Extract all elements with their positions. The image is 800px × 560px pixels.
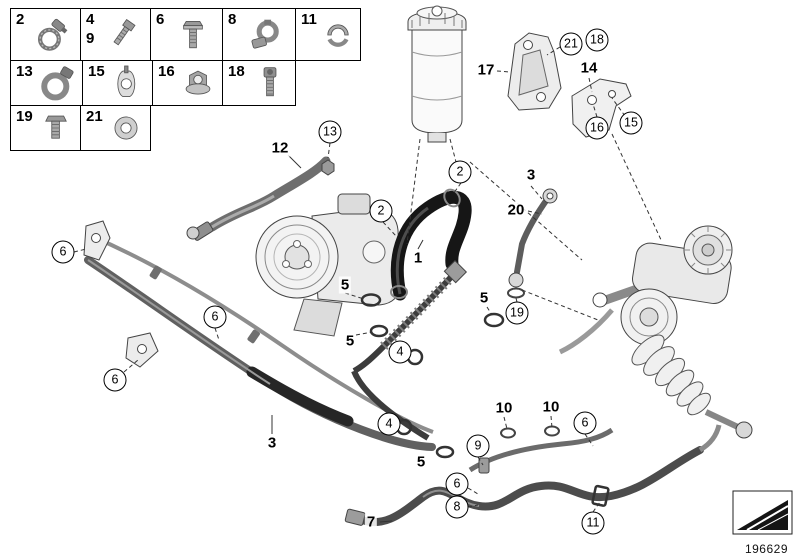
callout-6[interactable]: 6 (51, 240, 75, 264)
legend-numbers: 16 (153, 61, 175, 105)
legend-numbers: 15 (83, 61, 105, 105)
legend-cell-6[interactable]: 6 (150, 8, 223, 61)
callout-18[interactable]: 18 (585, 28, 609, 52)
callout-7[interactable]: 7 (364, 513, 378, 531)
legend-cell-8[interactable]: 8 (222, 8, 296, 61)
line-brackets-left (83, 220, 159, 368)
hose-clamp-icon (24, 9, 80, 60)
callout-2[interactable]: 2 (448, 160, 472, 184)
legend-numbers: 8 (223, 9, 236, 60)
callout-14[interactable]: 14 (578, 59, 600, 77)
legend-number: 15 (88, 63, 105, 80)
power-steering-pump (255, 193, 401, 337)
legend-cell-13[interactable]: 13 (10, 60, 83, 106)
hex-bolt-short-icon (33, 106, 80, 150)
callout-6[interactable]: 6 (573, 411, 597, 435)
legend-number: 21 (86, 108, 103, 125)
legend-number: 16 (158, 63, 175, 80)
legend-cell-21[interactable]: 21 (80, 105, 151, 151)
hex-bolt-icon (164, 9, 222, 60)
callout-5[interactable]: 5 (343, 332, 357, 350)
callout-6[interactable]: 6 (103, 368, 127, 392)
callout-12[interactable]: 12 (269, 139, 291, 157)
legend-numbers: 6 (151, 9, 164, 60)
legend-number: 19 (16, 108, 33, 125)
suction-hose (390, 188, 472, 301)
callout-6[interactable]: 6 (203, 305, 227, 329)
callout-5[interactable]: 5 (338, 276, 352, 294)
legend-cell-16[interactable]: 16 (152, 60, 223, 106)
legend-numbers: 2 (11, 9, 24, 60)
legend-numbers: 13 (11, 61, 33, 105)
connection-pipe (468, 425, 614, 474)
banjo-pipe (507, 188, 558, 299)
callout-8[interactable]: 8 (445, 495, 469, 519)
callout-16[interactable]: 16 (585, 116, 609, 140)
expansion-hose (84, 256, 436, 451)
legend-cell-19[interactable]: 19 (10, 105, 81, 151)
callout-11[interactable]: 11 (581, 511, 605, 535)
callout-9[interactable]: 9 (466, 434, 490, 458)
legend-cell-15[interactable]: 15 (82, 60, 153, 106)
banjo-bolt-icon (94, 9, 150, 60)
clamp-half-icon (317, 9, 360, 60)
hose-clamp-large-icon (33, 61, 82, 105)
callout-20[interactable]: 20 (505, 201, 527, 219)
steering-gear (558, 225, 753, 439)
reservoir-bracket (507, 32, 562, 111)
clamp-bracket-icon (105, 61, 152, 105)
legend-numbers: 11 (296, 9, 317, 60)
callout-1[interactable]: 1 (411, 249, 425, 267)
callout-10[interactable]: 10 (493, 399, 515, 417)
legend-number: 13 (16, 63, 33, 80)
legend-cell-18[interactable]: 18 (222, 60, 296, 106)
callout-6[interactable]: 6 (445, 472, 469, 496)
callout-17[interactable]: 17 (475, 61, 497, 79)
callout-5[interactable]: 5 (414, 453, 428, 471)
callout-4[interactable]: 4 (377, 412, 401, 436)
legend-cell-11[interactable]: 11 (295, 8, 361, 61)
callout-19[interactable]: 19 (505, 301, 529, 325)
legend-numbers: 18 (223, 61, 245, 105)
legend-number: 18 (228, 63, 245, 80)
legend-number: 9 (86, 29, 95, 47)
pipe-clamp-icon (236, 9, 295, 60)
callout-13[interactable]: 13 (318, 120, 342, 144)
feed-hose (186, 156, 335, 241)
callout-2[interactable]: 2 (369, 199, 393, 223)
callout-10[interactable]: 10 (540, 398, 562, 416)
legend-number: 4 (86, 11, 95, 28)
callout-5[interactable]: 5 (477, 289, 491, 307)
callout-21[interactable]: 21 (559, 32, 583, 56)
legend-number: 8 (228, 11, 237, 28)
legend-number: 11 (301, 11, 317, 28)
diagram-part-number: 196629 (744, 542, 788, 556)
corner-mark-icon (732, 490, 793, 535)
legend-number: 6 (156, 11, 165, 28)
pressure-hose (351, 259, 468, 441)
flange-nut-icon (175, 61, 222, 105)
callout-3[interactable]: 3 (265, 434, 279, 452)
legend-cell-2[interactable]: 2 (10, 8, 81, 61)
fluid-reservoir (407, 5, 467, 143)
legend-numbers: 21 (81, 106, 103, 150)
leader-lines (73, 46, 663, 523)
legend-numbers: 19 (11, 106, 33, 150)
legend-number: 2 (16, 11, 25, 28)
washer-icon (103, 106, 150, 150)
callout-3[interactable]: 3 (524, 166, 538, 184)
callout-4[interactable]: 4 (388, 340, 412, 364)
callout-15[interactable]: 15 (619, 111, 643, 135)
socket-screw-icon (245, 61, 295, 105)
